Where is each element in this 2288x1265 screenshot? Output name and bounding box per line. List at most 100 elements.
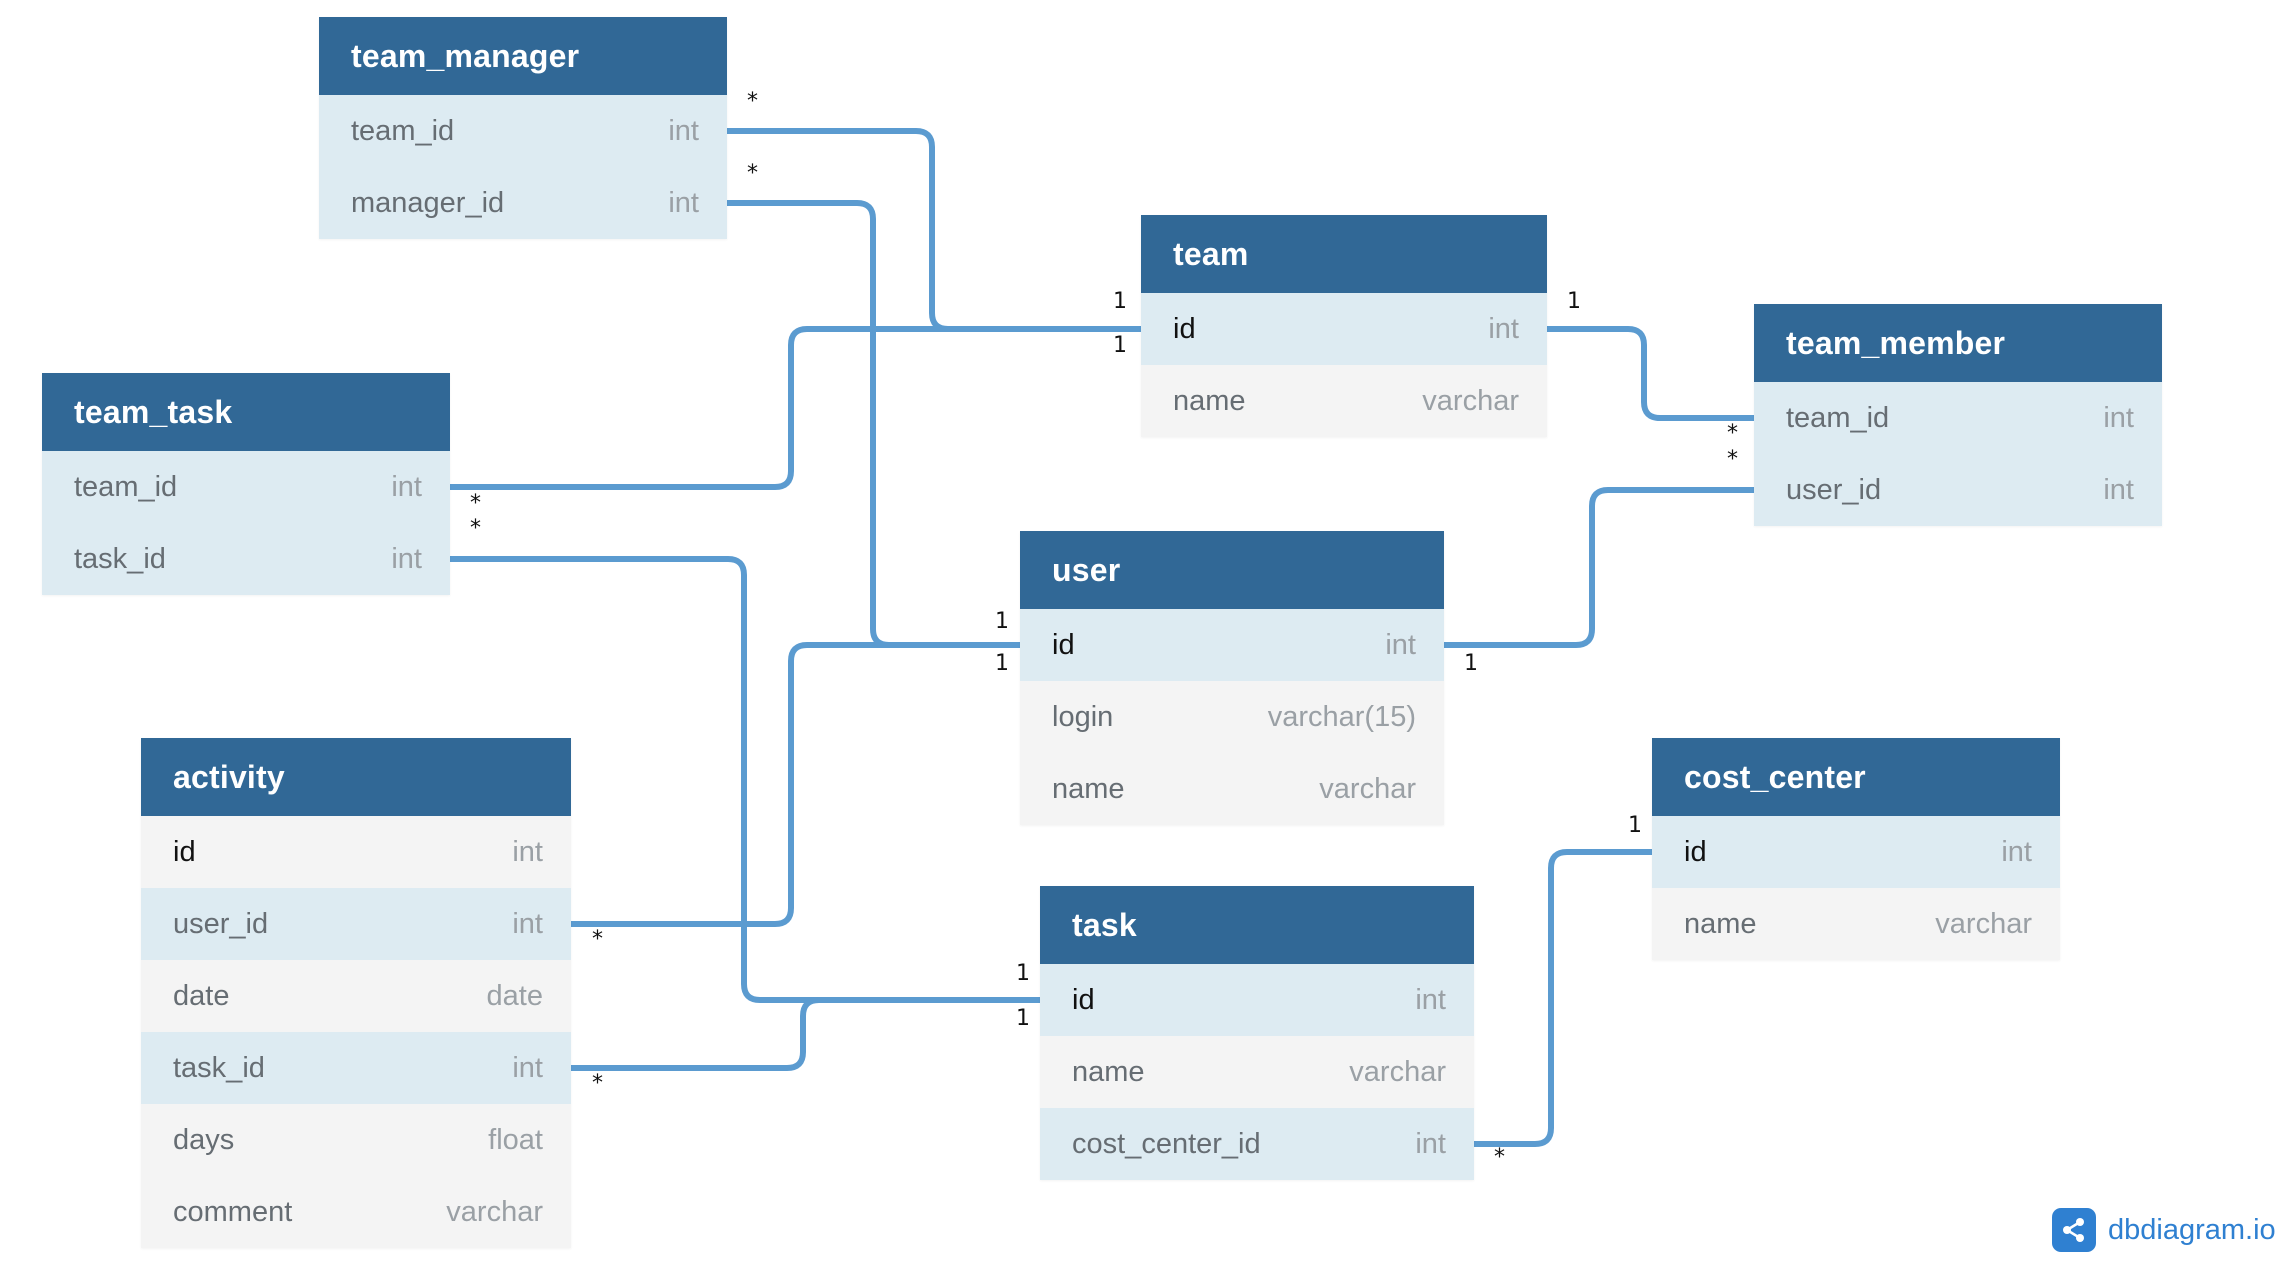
field-row[interactable]: user_id int <box>1754 454 2162 526</box>
relationship-connector[interactable]: *1 <box>1547 289 1754 446</box>
field-row[interactable]: name varchar <box>1020 753 1444 825</box>
relationship-connector[interactable]: *1 <box>727 161 1020 648</box>
field-type: int <box>512 835 543 868</box>
cardinality-many-label: * <box>747 89 758 114</box>
field-name: task_id <box>74 542 166 575</box>
table-header[interactable]: team_task <box>42 373 450 451</box>
field-name: id <box>1684 835 1707 868</box>
cardinality-one-label: 1 <box>1113 333 1127 358</box>
relationship-line[interactable] <box>727 200 1020 648</box>
field-type: date <box>486 979 543 1012</box>
field-name: manager_id <box>351 186 505 219</box>
field-type: varchar <box>446 1195 543 1228</box>
field-name: user_id <box>1786 473 1882 506</box>
field-type: int <box>391 470 422 503</box>
cardinality-one-label: 1 <box>1464 651 1478 676</box>
table-header[interactable]: cost_center <box>1652 738 2060 816</box>
cardinality-many-label: * <box>747 161 758 186</box>
cardinality-one-label: 1 <box>1113 289 1127 314</box>
field-name: name <box>1173 384 1246 417</box>
field-type: int <box>512 907 543 940</box>
field-name: date <box>173 979 230 1012</box>
relationship-connector[interactable]: *1 <box>450 326 1141 516</box>
field-name: team_id <box>351 114 455 147</box>
relationship-line[interactable] <box>1444 487 1754 648</box>
table-header[interactable]: activity <box>141 738 571 816</box>
relationship-line[interactable] <box>571 642 1020 927</box>
cardinality-many-label: * <box>1494 1145 1505 1170</box>
field-type: int <box>668 186 699 219</box>
brand-logo[interactable]: dbdiagram.io <box>2052 1208 2276 1252</box>
field-name: name <box>1052 772 1125 805</box>
relationship-line[interactable] <box>571 997 1040 1071</box>
table-header[interactable]: team_member <box>1754 304 2162 382</box>
cardinality-one-label: 1 <box>1016 1006 1030 1031</box>
field-type: varchar <box>1422 384 1519 417</box>
field-type: int <box>391 542 422 575</box>
cardinality-many-label: * <box>470 516 481 541</box>
field-row[interactable]: date date <box>141 960 571 1032</box>
field-name: id <box>1072 983 1095 1016</box>
field-type: int <box>2001 835 2032 868</box>
table-header[interactable]: task <box>1040 886 1474 964</box>
field-row[interactable]: team_id int <box>319 95 727 167</box>
field-type: int <box>1415 1127 1446 1160</box>
relationship-connector[interactable]: *1 <box>571 997 1040 1096</box>
relationship-connector[interactable]: *1 <box>571 642 1020 952</box>
cardinality-many-label: * <box>592 927 603 952</box>
field-row[interactable]: task_id int <box>42 523 450 595</box>
field-row[interactable]: comment varchar <box>141 1176 571 1248</box>
field-name: team_id <box>1786 401 1890 434</box>
field-type: int <box>668 114 699 147</box>
table-team[interactable]: team id int name varchar <box>1141 215 1547 437</box>
relationship-connector[interactable]: *1 <box>1474 813 1652 1170</box>
table-header[interactable]: team <box>1141 215 1547 293</box>
brand-name: dbdiagram.io <box>2108 1213 2276 1246</box>
relationship-line[interactable] <box>450 326 1141 490</box>
relationship-line[interactable] <box>1474 849 1652 1147</box>
relationship-connector[interactable]: *1 <box>727 89 1141 332</box>
relationship-line[interactable] <box>727 128 1141 332</box>
field-type: int <box>1488 312 1519 345</box>
field-name: comment <box>173 1195 293 1228</box>
field-type: varchar <box>1319 772 1416 805</box>
field-type: varchar(15) <box>1267 700 1416 733</box>
relationship-line[interactable] <box>1547 326 1754 421</box>
field-row[interactable]: manager_id int <box>319 167 727 239</box>
relationship-connector[interactable]: *1 <box>1444 447 1754 676</box>
field-row[interactable]: login varchar(15) <box>1020 681 1444 753</box>
cardinality-one-label: 1 <box>995 609 1009 634</box>
field-row[interactable]: name varchar <box>1141 365 1547 437</box>
field-row[interactable]: id int <box>1652 816 2060 888</box>
cardinality-many-label: * <box>592 1071 603 1096</box>
table-header[interactable]: team_manager <box>319 17 727 95</box>
field-name: id <box>1173 312 1196 345</box>
cardinality-many-label: * <box>470 491 481 516</box>
table-header[interactable]: user <box>1020 531 1444 609</box>
field-type: varchar <box>1349 1055 1446 1088</box>
field-type: int <box>2103 473 2134 506</box>
field-type: int <box>512 1051 543 1084</box>
field-type: int <box>1385 628 1416 661</box>
field-row[interactable]: id int <box>1141 293 1547 365</box>
field-name: login <box>1052 700 1114 733</box>
